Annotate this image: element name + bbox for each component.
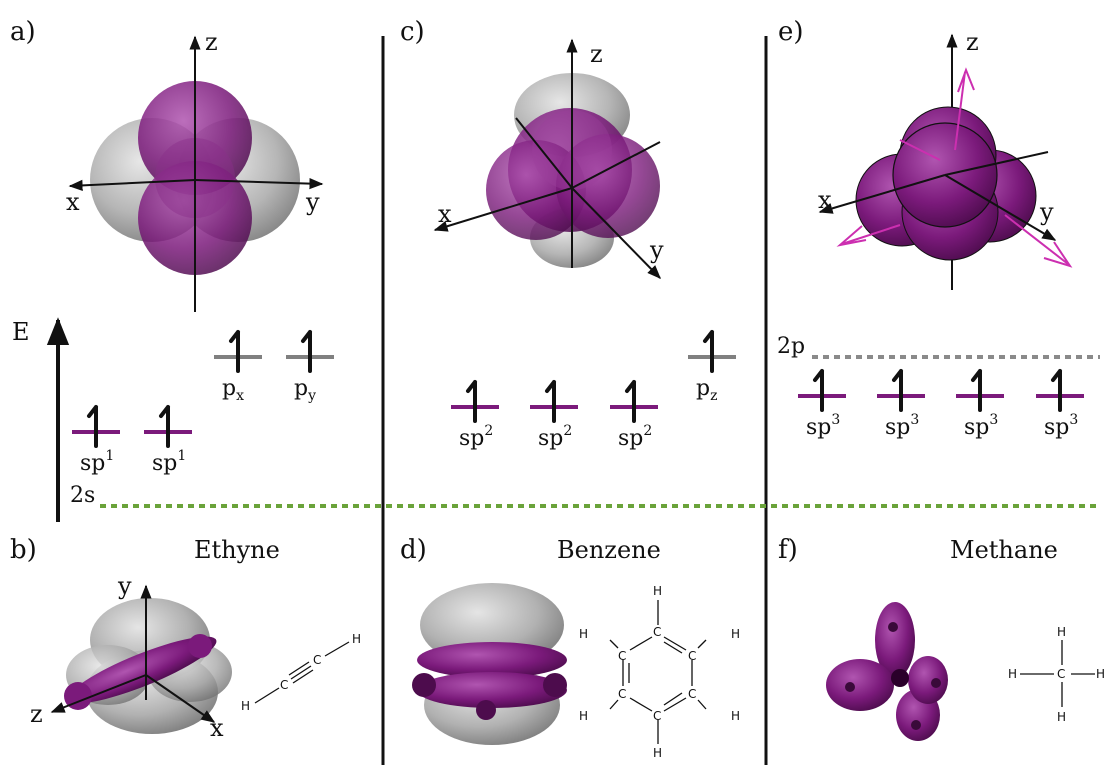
atom-h: H — [731, 709, 740, 723]
y-axis — [571, 187, 661, 280]
electron-spin-arrow — [545, 380, 556, 423]
molecule-name: Methane — [950, 536, 1058, 564]
benzene-structure: H C H C H C H C H C H C — [579, 584, 740, 760]
x-axis-label: x — [818, 186, 832, 214]
panel-d-label: d) — [400, 535, 427, 565]
axis-tail — [571, 141, 661, 189]
orbital-label: sp2 — [538, 423, 572, 451]
methane-orbital-render — [826, 602, 948, 741]
x-axis — [818, 174, 946, 214]
electron-spin-arrow — [466, 380, 477, 423]
y-axis-label: y — [305, 188, 320, 216]
orbital-levels: sp1 sp1 px py sp2 sp2 sp2 pz sp3 sp3 sp3 sp3 — [72, 330, 1084, 476]
electron-spin-arrow — [625, 380, 636, 423]
atom-c: C — [688, 687, 696, 701]
y-axis — [194, 178, 324, 190]
energy-axis-label: E — [12, 318, 30, 346]
electron-spin-arrow — [229, 330, 240, 373]
y-axis-label: y — [1039, 198, 1054, 226]
sp3-orbital-lobes — [855, 106, 1037, 261]
orbital-label: sp1 — [80, 448, 114, 476]
atom-h: H — [1057, 710, 1066, 724]
level-2p-label: 2p — [777, 334, 805, 359]
atom-h: H — [1008, 667, 1017, 681]
atom-c: C — [653, 625, 661, 639]
atom-h: H — [653, 746, 662, 760]
panel-f: f) Methane H H C H H — [778, 535, 1105, 741]
electron-spin-arrow — [892, 369, 903, 412]
x-axis-label: x — [438, 200, 452, 228]
atom-c: C — [618, 687, 626, 701]
bond-direction-vectors — [836, 67, 1073, 268]
y-axis-label: y — [649, 236, 664, 264]
panel-d: d) Benzene H C — [400, 535, 740, 760]
orbital-label: py — [294, 376, 316, 404]
orbital-label: sp3 — [885, 412, 919, 440]
orbital-label: sp1 — [152, 448, 186, 476]
orbital-label: sp2 — [618, 423, 652, 451]
atom-c: C — [280, 678, 288, 692]
orbital-label: sp2 — [459, 423, 493, 451]
axis-tail — [515, 117, 573, 189]
atom-c: C — [688, 649, 696, 663]
orbital-label: sp3 — [1044, 412, 1078, 440]
y-axis — [944, 174, 1057, 241]
ethyne-structure: H C C H — [241, 632, 361, 713]
orbital-label: px — [222, 376, 244, 404]
atom-h: H — [352, 632, 361, 646]
atom-h: H — [579, 627, 588, 641]
electron-spin-arrow — [159, 405, 170, 448]
orbital-label: sp3 — [806, 412, 840, 440]
electron-spin-arrow — [703, 330, 714, 373]
atom-c: C — [618, 649, 626, 663]
x-axis-label: x — [210, 714, 224, 742]
atom-c: C — [313, 653, 321, 667]
atom-h: H — [241, 699, 250, 713]
atom-h: H — [579, 709, 588, 723]
z-axis — [50, 674, 147, 713]
electron-spin-arrow — [87, 405, 98, 448]
atom-c: C — [653, 709, 661, 723]
atom-h: H — [653, 584, 662, 598]
z-axis-label: z — [590, 40, 603, 68]
x-axis — [145, 674, 216, 723]
panel-c-label: c) — [400, 17, 425, 47]
panel-e: e) z x y — [778, 17, 1073, 290]
panel-a: a) z x y — [10, 17, 324, 312]
molecule-name: Benzene — [557, 536, 661, 564]
orbital-label: pz — [696, 376, 717, 404]
panel-b-label: b) — [10, 535, 37, 565]
atom-h: H — [1057, 625, 1066, 639]
benzene-orbital-render — [412, 583, 567, 745]
atom-c: C — [1057, 667, 1065, 681]
axis-tail — [944, 151, 1049, 176]
panel-a-label: a) — [10, 17, 36, 47]
x-axis — [68, 179, 196, 191]
electron-spin-arrow — [301, 330, 312, 373]
panel-c: c) z x y — [400, 17, 664, 280]
z-axis-label: z — [30, 700, 43, 728]
molecule-name: Ethyne — [194, 536, 280, 564]
panel-b: b) Ethyne y z x H C C H — [10, 535, 361, 742]
ethyne-orbital-render — [64, 598, 232, 734]
x-axis — [433, 187, 573, 232]
methane-structure: H H C H H — [1008, 625, 1105, 724]
z-axis-label: z — [966, 28, 979, 56]
electron-spin-arrow — [971, 369, 982, 412]
orbital-label: sp3 — [964, 412, 998, 440]
z-axis-label: z — [205, 28, 218, 56]
panel-e-label: e) — [778, 17, 804, 47]
y-axis-label: y — [117, 572, 132, 600]
atom-h: H — [731, 627, 740, 641]
panel-f-label: f) — [778, 535, 798, 565]
x-axis-label: x — [66, 188, 80, 216]
electron-spin-arrow — [813, 369, 824, 412]
electron-spin-arrow — [1051, 369, 1062, 412]
atom-h: H — [1096, 667, 1105, 681]
level-2s-label: 2s — [70, 483, 95, 508]
